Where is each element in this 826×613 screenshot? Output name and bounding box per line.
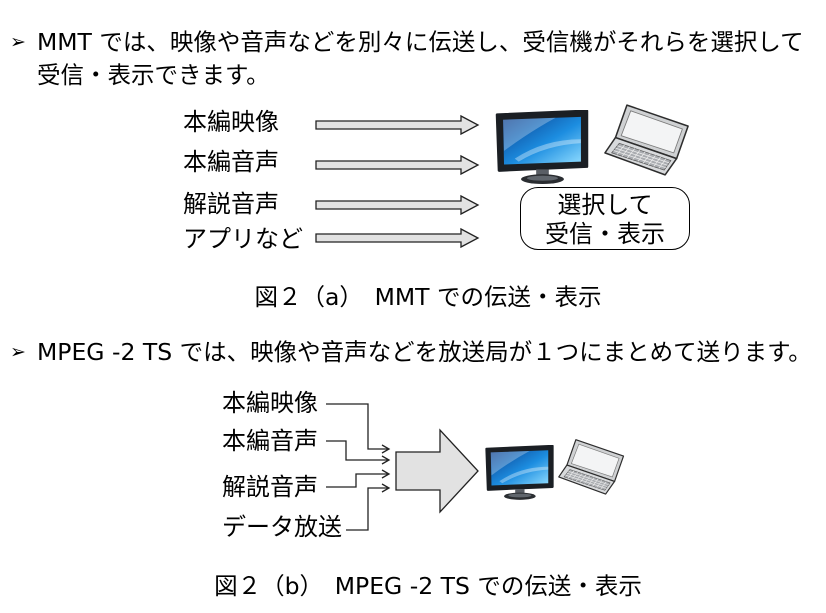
receiver-box-line-2: 受信・表示 [545, 220, 665, 248]
figure-a-input-apps: アプリなど [183, 225, 303, 253]
figure-a-input-main-video: 本編映像 [183, 108, 279, 136]
receiver-select-box: 選択して 受信・表示 [520, 187, 690, 250]
figure-b-input-main-video: 本編映像 [222, 389, 318, 417]
connector-arrowhead [381, 469, 391, 479]
figure-a-input-commentary-audio: 解説音声 [183, 190, 279, 218]
connector-arrowhead [381, 483, 391, 493]
bullet-mmt: MMT では、映像や音声などを別々に伝送し、受信機がそれらを選択して 受信・表示… [37, 26, 804, 92]
figure-a-caption: 図２（a） MMT での伝送・表示 [254, 283, 602, 311]
laptop-icon [558, 439, 625, 495]
merge-arrow [395, 428, 479, 514]
receiver-box-line-1: 選択して [557, 191, 653, 219]
bullet-marker: ➢ [10, 341, 26, 363]
bullet-mpeg2ts: MPEG -2 TS では、映像や音声などを放送局が１つにまとめて送ります。 [37, 336, 812, 369]
connector-main-audio [326, 440, 388, 461]
connector-commentary-audio [326, 473, 388, 488]
figure-b-input-commentary-audio: 解説音声 [222, 473, 318, 501]
bullet-marker: ➢ [10, 31, 26, 53]
connector-arrowhead [381, 444, 391, 454]
bullet-mpeg2ts-line-1: MPEG -2 TS では、映像や音声などを放送局が１つにまとめて送ります。 [37, 338, 812, 366]
bullet-mmt-line-2: 受信・表示できます。 [37, 61, 270, 89]
figure-a-input-main-audio: 本編音声 [183, 148, 279, 176]
connector-data-broadcast [346, 487, 388, 531]
figure-b-connectors [326, 403, 391, 531]
figure-b-caption: 図２（b） MPEG -2 TS での伝送・表示 [214, 572, 642, 600]
laptop-icon [604, 104, 689, 176]
connector-main-video [326, 403, 388, 450]
arrow-commentary-audio [315, 194, 480, 216]
connector-arrowhead [381, 455, 391, 465]
bullet-mmt-line-1: MMT では、映像や音声などを別々に伝送し、受信機がそれらを選択して [37, 28, 804, 56]
arrow-apps [315, 227, 480, 249]
figure-b-input-main-audio: 本編音声 [222, 427, 318, 455]
monitor-icon [485, 445, 554, 500]
figure-b-input-data-broadcast: データ放送 [222, 513, 342, 541]
arrow-main-audio [315, 154, 480, 176]
figure-a-arrows [315, 114, 480, 249]
arrow-main-video [315, 114, 480, 136]
monitor-icon [495, 110, 589, 184]
